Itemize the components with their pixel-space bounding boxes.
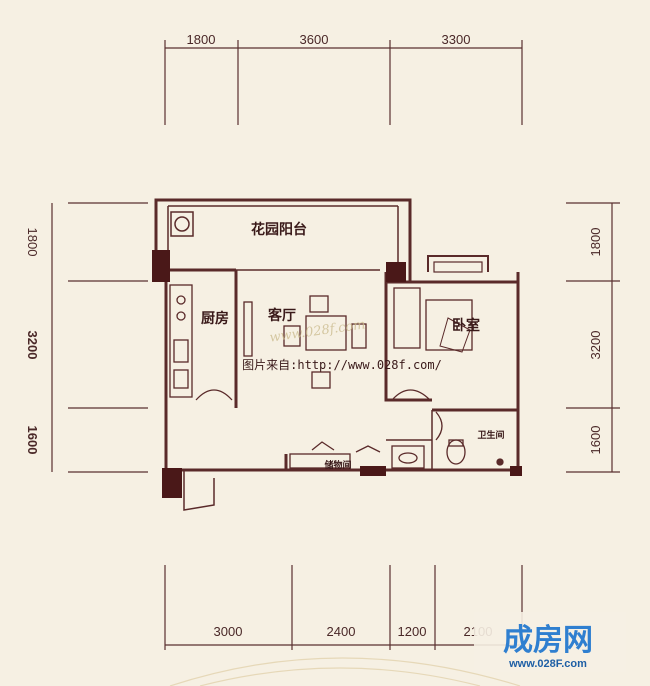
room-label-balcony: 花园阳台 xyxy=(251,221,307,238)
brand-name: 成房网 xyxy=(503,623,593,658)
dim-right-1: 1800 xyxy=(588,228,603,257)
dim-right-3: 1600 xyxy=(588,426,603,455)
dim-top-2: 3600 xyxy=(300,32,329,47)
walls xyxy=(154,198,520,511)
bottom-dimension-lines xyxy=(164,565,523,650)
decorative-arcs xyxy=(169,657,521,686)
bedroom-furniture xyxy=(391,287,473,401)
brand-url: www.028F.com xyxy=(508,658,587,670)
room-label-kitchen: 厨房 xyxy=(201,310,229,327)
dim-left-3: 1600 xyxy=(25,426,40,455)
bathroom-fixtures xyxy=(391,411,504,469)
brand-logo: 成房网 www.028F.com xyxy=(474,612,626,672)
dim-bottom-1: 3000 xyxy=(214,624,243,639)
dim-right-2: 3200 xyxy=(588,331,603,360)
dim-left-2: 3200 xyxy=(25,331,40,360)
kitchen-counter xyxy=(169,284,233,401)
structural-columns xyxy=(152,250,522,498)
dim-bottom-3: 1200 xyxy=(398,624,427,639)
living-furniture xyxy=(243,295,367,389)
left-dimension-lines xyxy=(51,202,148,473)
top-dimension-lines xyxy=(164,40,523,125)
washing-machine-icon xyxy=(170,211,194,237)
room-label-bathroom: 卫生间 xyxy=(477,429,504,441)
dim-top-3: 3300 xyxy=(442,32,471,47)
room-label-living: 客厅 xyxy=(267,307,296,324)
room-label-bedroom: 卧室 xyxy=(452,317,480,334)
dim-bottom-2: 2400 xyxy=(327,624,356,639)
dim-top-1: 1800 xyxy=(187,32,216,47)
storage-fixtures xyxy=(289,441,381,469)
dim-left-1: 1800 xyxy=(25,228,40,257)
right-dimension-lines xyxy=(566,202,620,473)
source-caption: 图片来自:http://www.028f.com/ xyxy=(242,358,442,372)
room-label-storage: 储物间 xyxy=(324,459,351,471)
